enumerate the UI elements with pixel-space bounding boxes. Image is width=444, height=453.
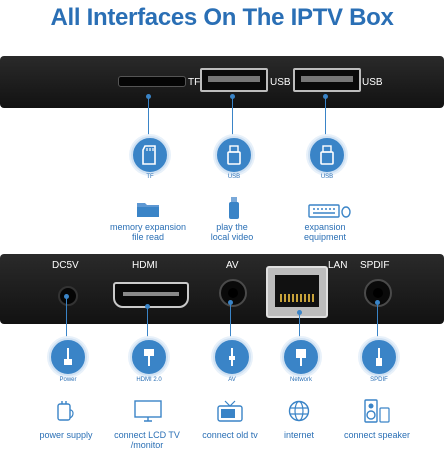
port-label-av: AV (226, 260, 239, 271)
av-badge (213, 338, 251, 376)
usb-badge-1 (215, 136, 253, 174)
tf-slot (118, 76, 186, 87)
monitor-icon (134, 400, 162, 422)
feature-text-spdif: connect speaker (343, 430, 411, 440)
port-label-lan: LAN (328, 260, 348, 271)
power-plug-icon (64, 348, 72, 365)
usb-port-2 (293, 68, 361, 92)
ethernet-cable-icon (296, 349, 306, 366)
feature-caption-power: Power (59, 377, 77, 383)
feature-text-network: internet (283, 430, 315, 440)
spdif-jack (364, 279, 392, 307)
spdif-badge (360, 338, 398, 376)
hdmi-cable-icon (144, 349, 154, 366)
folder-icon (137, 203, 159, 217)
feature-caption-network: Network (289, 377, 312, 383)
usb-badge-2 (308, 136, 346, 174)
av-cable-icon (229, 348, 235, 366)
globe-icon (288, 400, 310, 422)
port-label-usb-2: USB (362, 77, 383, 88)
feature-caption-spdif: SPDIF (370, 377, 388, 383)
port-label-usb-1: USB (270, 77, 291, 88)
port-label-spdif: SPDIF (360, 260, 390, 271)
sd-card-icon (142, 145, 156, 165)
network-badge (282, 338, 320, 376)
keyboard-mouse-icon (308, 204, 351, 218)
box-top-panel: TF USB USB (0, 56, 444, 108)
feature-caption-av: AV (228, 377, 236, 383)
usb-port-1 (200, 68, 268, 92)
hdmi-badge (130, 338, 168, 376)
box-bottom-panel: DC5V HDMI AV LAN SPDIF (0, 254, 444, 324)
usb-drive-icon (227, 145, 241, 165)
power-badge (49, 338, 87, 376)
av-jack (219, 279, 247, 307)
feature-text-hdmi: connect LCD TV/monitor (114, 430, 180, 450)
feature-text-power: power supply (39, 430, 93, 440)
speaker-icon (364, 399, 390, 423)
tf-card-badge (131, 136, 169, 174)
port-label-tf: TF (188, 77, 201, 88)
adapter-icon (57, 401, 74, 421)
port-label-dc5v: DC5V (52, 260, 79, 271)
lan-port (266, 266, 328, 318)
usb-drive-icon (320, 145, 334, 165)
usb-stick-icon (229, 197, 239, 219)
page-title: All Interfaces On The IPTV Box (50, 4, 394, 31)
hdmi-port (113, 282, 189, 308)
old-tv-icon (217, 400, 243, 422)
feature-caption-tf: TF (146, 174, 154, 180)
feature-caption-usb-2: USB (320, 174, 334, 180)
port-label-hdmi: HDMI (132, 260, 158, 271)
feature-text-av: connect old tv (202, 430, 258, 440)
feature-caption-hdmi: HDMI 2.0 (136, 377, 162, 383)
audio-cable-icon (376, 348, 382, 366)
feature-caption-usb-1: USB (227, 174, 241, 180)
